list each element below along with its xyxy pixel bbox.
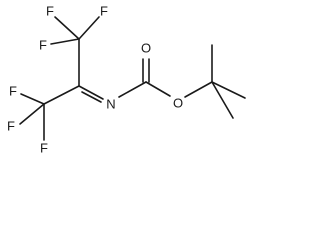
atom-f-upper: F — [39, 38, 47, 53]
bond-c-n-double-a — [78, 85, 104, 100]
bond-ester-o-quaternary-c — [184, 81, 213, 98]
bond-c-n-double-b — [81, 91, 102, 103]
bond-tbu-methyl-down — [211, 81, 234, 119]
bond-cf3a-f-top-right — [78, 16, 100, 40]
atom-carbonyl-oxygen: O — [141, 41, 151, 56]
bonds — [19, 16, 246, 141]
atom-ester-oxygen: O — [173, 96, 183, 111]
bond-carbonyl-c-ester-o — [145, 81, 171, 97]
atom-f-lower-left: F — [7, 119, 15, 134]
atom-nitrogen: N — [106, 97, 115, 112]
atom-labels: F F F F F F N O O — [7, 4, 183, 156]
bond-cf3b-f-mid-left — [20, 93, 45, 105]
bond-cf3a-f-upper — [50, 38, 80, 45]
bond-tbu-methyl-right — [211, 81, 246, 99]
bond-cf3b-f-lower-left — [19, 103, 45, 125]
bond-n-carbonyl-c — [118, 81, 147, 98]
atom-f-bottom: F — [40, 141, 48, 156]
chemical-structure: F F F F F F N O O — [7, 4, 246, 156]
atom-f-mid-left: F — [9, 84, 17, 99]
atom-f-top-left: F — [46, 4, 54, 19]
bond-cf3a-f-top-left — [54, 16, 80, 40]
atom-f-top-right: F — [100, 4, 108, 19]
bond-central-c-cf3b — [43, 85, 80, 105]
